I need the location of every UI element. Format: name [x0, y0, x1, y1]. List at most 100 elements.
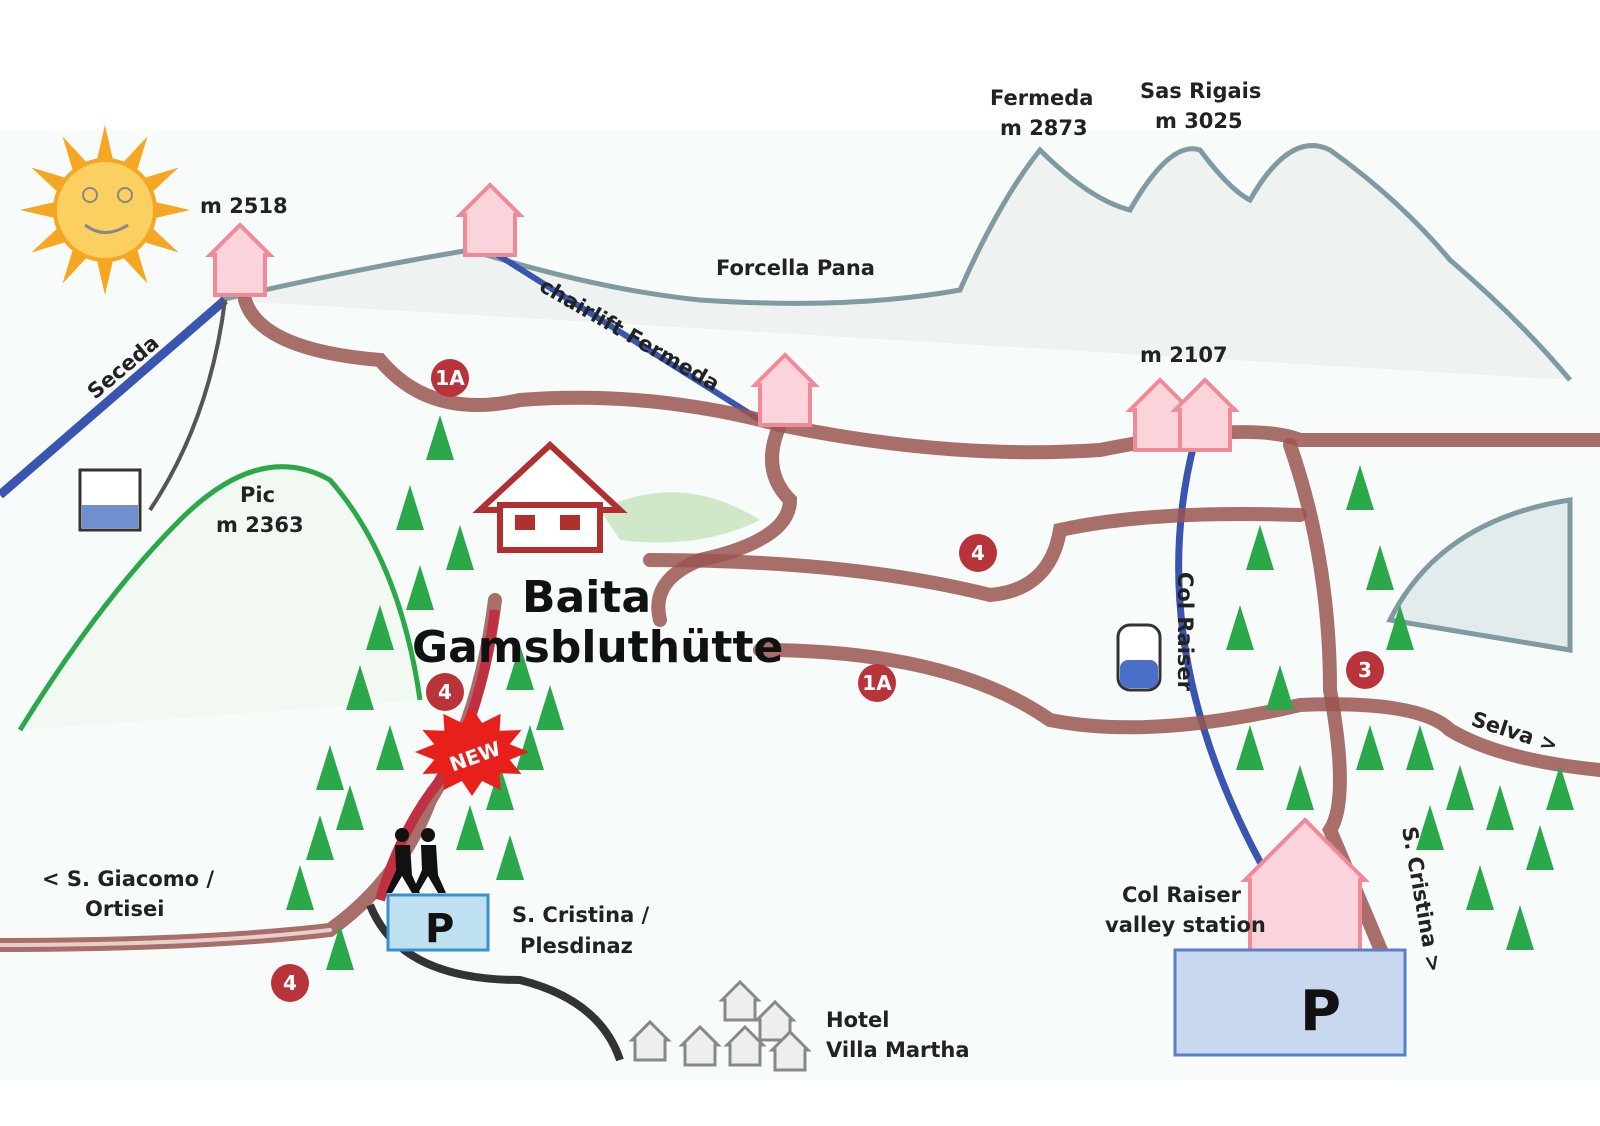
sun-ray [156, 202, 190, 218]
tree-icon [1246, 525, 1274, 570]
tree-icon [316, 745, 344, 790]
trail-number-badge: 3 [1346, 651, 1384, 689]
dolomites-mountain-range [219, 143, 1572, 382]
meadow [600, 492, 760, 543]
ortisei-label: Ortisei [85, 897, 164, 921]
trail-number-badge: 1A [858, 664, 896, 702]
tree-icon [366, 605, 394, 650]
tree-icon [1526, 825, 1554, 870]
pic-label: Pic [240, 483, 275, 507]
hut-name-line1: Baita [522, 572, 651, 623]
tree-icon [1446, 765, 1474, 810]
sun-ray [145, 228, 179, 253]
tree-icon [506, 645, 534, 690]
tree-icon [1416, 805, 1444, 850]
tree-icon [396, 485, 424, 530]
sun-ray [97, 261, 113, 295]
seceda-gondola-cable [148, 299, 227, 512]
tree-icon [376, 725, 404, 770]
village-house-icon [768, 1029, 812, 1072]
new-badge: NEW [414, 708, 530, 796]
trail-number-badge: 4 [959, 534, 997, 572]
trail-number-badge: 1A [431, 359, 469, 397]
tree-icon [1406, 725, 1434, 770]
tree-icon [1386, 605, 1414, 650]
tree-icon [306, 815, 334, 860]
hotel-label: Hotel [826, 1008, 889, 1032]
villa-martha-label: Villa Martha [826, 1038, 970, 1062]
mountain-huts [205, 182, 1370, 1072]
tree-icon [406, 565, 434, 610]
tree-icon [426, 415, 454, 460]
tree-icon [446, 525, 474, 570]
pic-mountain [17, 464, 423, 732]
valley-station-label-1: Col Raiser [1122, 883, 1242, 907]
trail-number-badge: 4 [426, 673, 464, 711]
col-raiser-label: Col Raiser [1173, 572, 1197, 692]
chairlift-fermeda-line [488, 247, 762, 423]
sas-rigais-label: Sas Rigais [1140, 79, 1261, 103]
mountain-hut-icon [205, 222, 275, 297]
village-house-icon [723, 1024, 767, 1067]
sun-ray [145, 167, 179, 192]
sun-ray [62, 136, 87, 170]
village-house-icon [678, 1024, 722, 1067]
giacomo-label: < S. Giacomo / [42, 867, 214, 891]
seceda-altitude: m 2518 [200, 194, 288, 218]
sas-rigais-altitude: m 3025 [1155, 109, 1243, 133]
col-raiser-gondola-line [1175, 439, 1274, 882]
tree-icon [536, 685, 564, 730]
right-mountain [1386, 497, 1573, 653]
cable-car-cabin-icon [78, 468, 142, 532]
forcella-pana-label: Forcella Pana [716, 256, 875, 280]
mountain-hut-icon [455, 182, 525, 257]
valley-station-label-2: valley station [1105, 913, 1266, 937]
village-house-icon [718, 979, 762, 1022]
tree-icon [1226, 605, 1254, 650]
sun-ray [123, 250, 148, 284]
pic-altitude: m 2363 [216, 513, 304, 537]
mountain-hut-icon [1240, 817, 1370, 962]
plesdinaz-label: Plesdinaz [520, 934, 633, 958]
sun-ray [31, 228, 65, 253]
sun-ray [20, 202, 54, 218]
tree-icon [1466, 865, 1494, 910]
svg-text:4: 4 [971, 541, 985, 565]
tree-icon [1506, 905, 1534, 950]
forest [286, 415, 1574, 970]
tree-icon [286, 865, 314, 910]
seceda-cable-car [0, 296, 228, 499]
svg-text:P: P [425, 906, 454, 952]
parking-valley-icon: P [1173, 948, 1407, 1057]
col-raiser-altitude: m 2107 [1140, 343, 1228, 367]
mountain-hut-icon [1170, 377, 1240, 452]
fermeda-altitude: m 2873 [1000, 116, 1088, 140]
cristina-plesdinaz-label: S. Cristina / [512, 903, 650, 927]
svg-text:3: 3 [1358, 658, 1372, 682]
village-house-icon [628, 1019, 672, 1062]
svg-text:4: 4 [283, 971, 297, 995]
sun-icon [20, 125, 190, 295]
svg-text:1A: 1A [862, 671, 892, 695]
trail-number-badge: 4 [271, 964, 309, 1002]
sun-ray [31, 167, 65, 192]
parking-left-icon: P [386, 893, 490, 952]
svg-text:P: P [1300, 979, 1341, 1044]
tree-icon [1236, 725, 1264, 770]
sun-ray [97, 125, 113, 159]
gondola-cabin-icon [1116, 623, 1162, 692]
tree-icon [1486, 785, 1514, 830]
hikers-icon [386, 828, 446, 893]
baita-gamsbluthutte-hut-icon [472, 440, 628, 553]
tree-icon [346, 665, 374, 710]
tree-icon [1366, 545, 1394, 590]
tree-icon [496, 835, 524, 880]
tree-icon [516, 725, 544, 770]
svg-text:1A: 1A [435, 366, 465, 390]
tree-icon [1286, 765, 1314, 810]
tree-icon [336, 785, 364, 830]
tree-icon [1346, 465, 1374, 510]
mountain-hut-icon [750, 352, 820, 427]
